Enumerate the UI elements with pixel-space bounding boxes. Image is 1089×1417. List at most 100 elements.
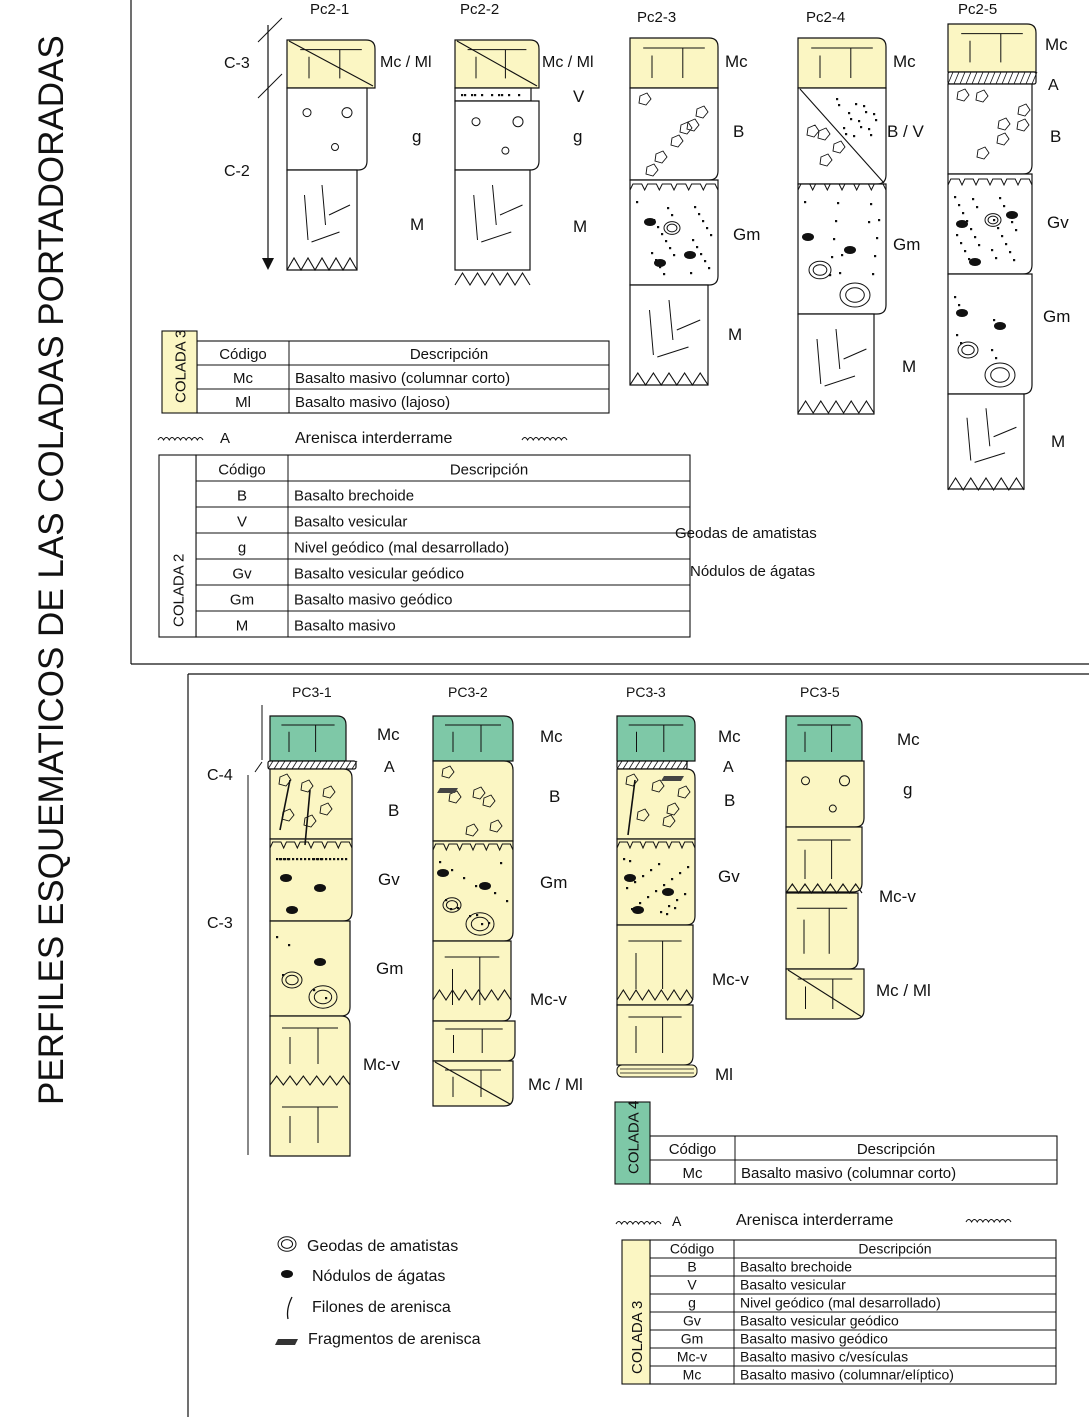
unit-g: [454, 100, 540, 171]
breccia-fragment: [645, 163, 659, 177]
breccia-fragment: [625, 773, 639, 787]
vesicle-dot: [673, 254, 676, 257]
vesicle-dot: [439, 861, 442, 864]
unit-mc: [785, 715, 863, 762]
massive-stick: [824, 375, 856, 387]
massive-stick: [843, 348, 867, 360]
vesicle-dot: [868, 128, 871, 131]
vesicle-dot: [320, 858, 323, 861]
flow-label: C-3: [207, 915, 233, 932]
unit-label: B: [733, 122, 744, 141]
vesicle-dot: [970, 228, 973, 231]
vesicle-dot: [694, 206, 697, 209]
legend-desc: Arenisca interderrame: [736, 1212, 894, 1229]
contact-zigzag: [785, 883, 863, 894]
legend-nodulos: Nódulos de ágatas: [312, 1268, 445, 1285]
vesicle-dot: [692, 239, 695, 242]
breccia-fragment: [651, 779, 665, 793]
vesicle-dot: [667, 207, 670, 210]
vesicle-dot: [997, 227, 1000, 230]
table-header-code: Código: [219, 346, 267, 363]
vesicle-dot: [313, 989, 316, 992]
vesicle-dot: [878, 219, 881, 222]
vesicle-dot: [853, 135, 856, 138]
unit-label: Gv: [1047, 213, 1069, 232]
vesicle-dot: [308, 858, 311, 861]
amethyst-geode-icon: [987, 215, 999, 225]
unit-label: Mc: [1045, 35, 1068, 54]
brecciated-contact: [616, 841, 696, 850]
breccia-fragment: [465, 823, 479, 837]
massive-stick: [985, 408, 991, 447]
massive-stick: [311, 231, 340, 243]
sandstone-symbol: [965, 1219, 1012, 1224]
vesicle-dot: [845, 133, 848, 136]
legend-table: [196, 340, 610, 414]
unit-label: A: [384, 759, 395, 776]
text-labels: PERFILES ESQUEMATICOS DE LAS COLADAS POR…: [32, 1, 1070, 1383]
breccia-fragment: [1016, 118, 1030, 132]
unit-mcv2: [616, 1004, 694, 1066]
vesicle-dot: [634, 881, 637, 884]
vesicle-dot: [457, 907, 460, 910]
vesicle-dot: [993, 219, 996, 222]
unit-label: B: [724, 791, 735, 810]
table-header-desc: Descripción: [858, 1241, 931, 1257]
flow-label: C-4: [207, 767, 233, 784]
unit-label: M: [573, 217, 587, 236]
amethyst-geode-icon: [808, 260, 832, 280]
unit-mcv: [269, 1015, 351, 1157]
unit-gm: [629, 179, 719, 286]
table-code-cell: Mc: [683, 1367, 702, 1383]
breccia-fragment: [472, 786, 486, 800]
unit-label: B: [549, 787, 560, 806]
unit-label: B: [1050, 127, 1061, 146]
shear-diagonal: [799, 88, 885, 184]
vesicle-dot: [841, 254, 844, 257]
massive-stick: [321, 184, 326, 226]
unit-b: [269, 768, 353, 840]
vesicle-dot: [292, 858, 295, 861]
sandstone-hatch: [977, 71, 984, 85]
vesicle-dot: [954, 296, 957, 299]
vesicle-dot: [660, 911, 663, 914]
table-code-cell: M: [236, 618, 249, 635]
vesicle-dot: [1005, 243, 1008, 246]
base-zigzag: [947, 476, 1025, 492]
table-code-cell: Gv: [232, 566, 252, 583]
colada-side-label-box: [621, 1239, 651, 1385]
vesicle-dot: [319, 959, 322, 962]
vesicle-dot: [325, 997, 328, 1000]
sandstone-hatch: [1001, 71, 1008, 85]
vesicle-dot: [833, 238, 836, 241]
unit-b: [629, 87, 719, 181]
unit-label: Mc: [377, 725, 400, 744]
agate-nodule-icon: [994, 322, 1006, 330]
breccia-fragment: [441, 765, 455, 779]
amethyst-geode-icon: [663, 221, 681, 235]
sandstone-hatch: [670, 760, 677, 770]
vesicle-dot: [481, 923, 484, 926]
small-geode-icon: [839, 775, 850, 787]
vesicle-dot: [659, 266, 662, 269]
colada-side-label-box: [161, 330, 198, 414]
sandstone-fragment-icon: [275, 1339, 298, 1345]
amethyst-geode-icon: [984, 213, 1002, 227]
unit-label: g: [412, 127, 421, 146]
unit-mcv2: [432, 1020, 516, 1062]
amethyst-geode-icon: [445, 900, 459, 910]
unit-label: Mc-v: [530, 990, 567, 1009]
breccia-fragment: [956, 88, 970, 102]
amethyst-geode-icon: [961, 344, 975, 356]
shear-diagonal: [434, 1061, 511, 1105]
table-desc-cell: Basalto brechoide: [740, 1259, 852, 1275]
colada-side-label-box: [158, 454, 197, 638]
unit-label: Mc: [718, 727, 741, 746]
unit-mcv1: [432, 940, 512, 1022]
table-desc-cell: Nivel geódico (mal desarrollado): [740, 1295, 941, 1311]
vesicle-dot: [665, 240, 668, 243]
vesicle-dot: [698, 213, 701, 216]
unit-label: Gm: [540, 873, 567, 892]
sandstone-hatch: [1025, 71, 1032, 85]
